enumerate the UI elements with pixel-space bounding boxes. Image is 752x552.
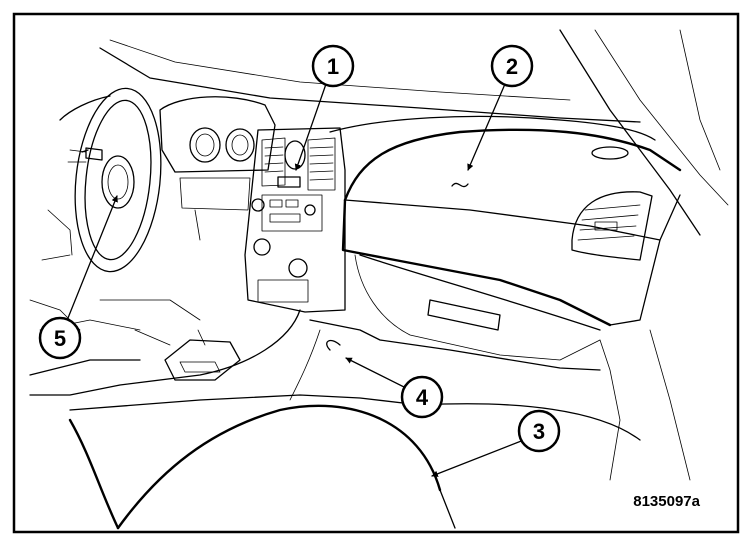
figure-border bbox=[12, 12, 740, 534]
leader-lines bbox=[67, 83, 535, 477]
airbag-location-marker bbox=[451, 182, 469, 188]
knee-airbag-location-marker bbox=[326, 339, 341, 351]
svg-text:2: 2 bbox=[506, 54, 518, 79]
svg-text:1: 1 bbox=[327, 54, 339, 79]
figure-id-label: 8135097a bbox=[633, 493, 700, 510]
callout-2: 2 bbox=[490, 44, 534, 88]
callout-3: 3 bbox=[517, 409, 561, 453]
svg-text:4: 4 bbox=[416, 385, 429, 410]
callout-5: 5 bbox=[38, 316, 82, 360]
line-art bbox=[29, 29, 729, 530]
svg-text:3: 3 bbox=[533, 419, 545, 444]
callout-4: 4 bbox=[400, 375, 444, 419]
callout-1: 1 bbox=[311, 44, 355, 88]
svg-text:5: 5 bbox=[54, 326, 66, 351]
